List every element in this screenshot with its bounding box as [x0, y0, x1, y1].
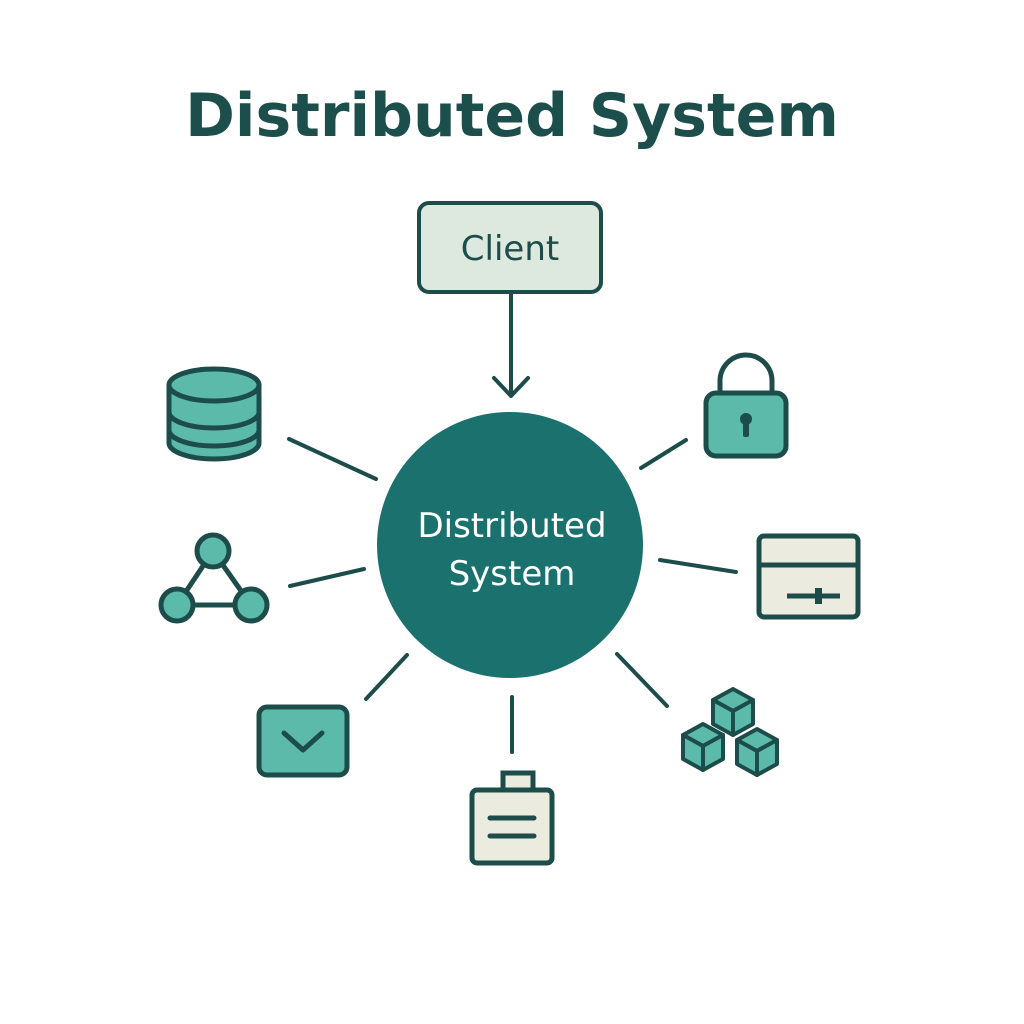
lock-icon	[703, 352, 789, 459]
connector-settings	[658, 558, 738, 574]
center-node: Distributed System	[377, 412, 643, 678]
connector-lock	[639, 438, 688, 470]
message-icon	[256, 704, 350, 778]
client-node: Client	[417, 201, 603, 294]
network-icon	[158, 532, 270, 624]
center-label-line1: Distributed	[417, 506, 606, 546]
connector-cubes	[615, 652, 669, 708]
diagram-title: Distributed System	[185, 81, 839, 151]
cubes-icon	[681, 687, 779, 777]
connector-message	[364, 653, 409, 701]
database-icon	[166, 366, 262, 462]
connectors	[287, 437, 738, 754]
document-icon	[469, 770, 555, 866]
connector-network	[288, 567, 366, 588]
client-arrow	[492, 292, 530, 398]
settings-panel-icon	[756, 533, 861, 620]
center-label-line2: System	[449, 554, 576, 594]
connector-database	[287, 437, 378, 481]
client-label: Client	[461, 229, 559, 269]
